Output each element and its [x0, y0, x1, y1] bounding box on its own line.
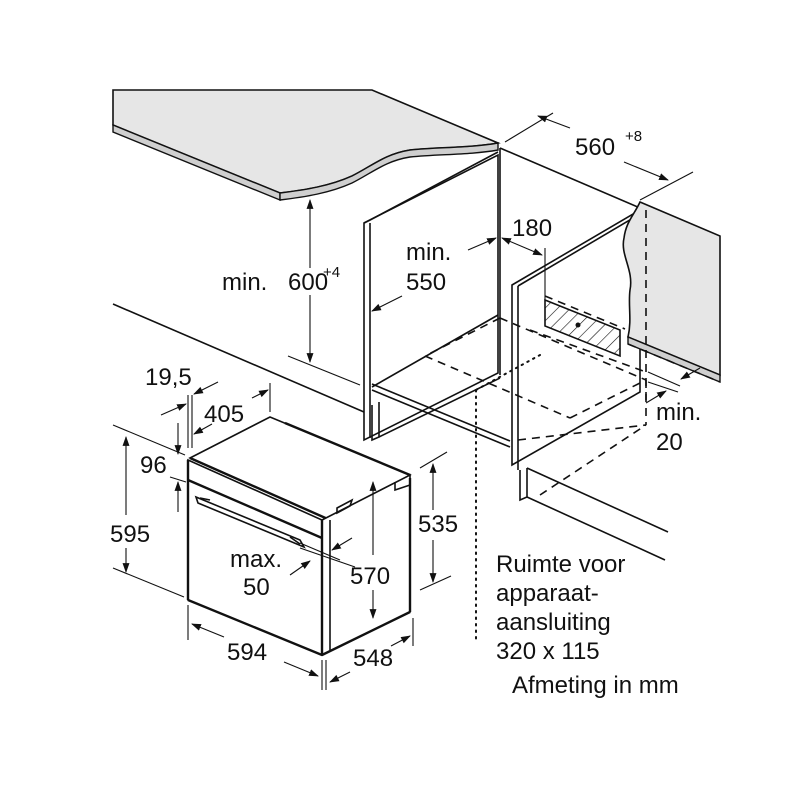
dim-niche-height-tolerance: +4 — [323, 264, 340, 281]
dim-niche-height-prefix: min. — [222, 269, 267, 296]
dim-rear-gap-value: 20 — [656, 429, 683, 456]
dim-handle-depth: max. 50 — [230, 537, 356, 601]
dim-niche-depth-value: 550 — [406, 269, 446, 296]
dim-connection-offset-value: 180 — [512, 215, 552, 242]
dim-width: 594 — [187, 605, 323, 690]
dim-niche-width-value: 560 — [575, 134, 615, 161]
dim-niche-height: min. 600 +4 — [222, 199, 340, 363]
dim-front-thickness: 19,5 — [145, 364, 219, 448]
dim-handle-depth-value: 50 — [243, 574, 270, 601]
dim-body-height-value: 570 — [350, 563, 390, 590]
dim-handle-depth-prefix: max. — [230, 546, 282, 573]
oven-side-vent — [336, 498, 354, 515]
dim-niche-width-tolerance: +8 — [625, 128, 642, 145]
dim-connection-offset: 180 — [501, 215, 552, 300]
cabinet-floor-front — [371, 389, 511, 448]
dim-body-depth-value: 548 — [353, 645, 393, 672]
hidden-niche-outline — [424, 317, 721, 496]
dim-niche-height-value: 600 — [288, 269, 328, 296]
dim-rear-height-value: 535 — [418, 511, 458, 538]
dim-total-height: 595 — [110, 424, 186, 598]
left-floor-line — [112, 303, 365, 413]
dim-control-panel-value: 96 — [140, 452, 167, 479]
dim-niche-depth-prefix: min. — [406, 239, 451, 266]
connection-note-line-3: aansluiting — [496, 609, 611, 636]
oven — [186, 416, 412, 657]
countertop-surface — [112, 89, 501, 194]
control-panel-line — [187, 478, 323, 540]
dim-front-thickness-value: 19,5 — [145, 364, 192, 391]
connection-note-line-2: apparaat- — [496, 580, 599, 607]
connection-note-line-1: Ruimte voor — [496, 551, 625, 578]
left-side-panel — [363, 151, 501, 442]
dim-rear-gap: min. 20 — [645, 367, 701, 456]
dim-width-value: 594 — [227, 639, 267, 666]
dim-body-height: 570 — [350, 481, 390, 619]
connection-space-outline — [475, 354, 541, 643]
connection-point-icon — [575, 322, 581, 328]
adjacent-panel — [622, 200, 721, 400]
height-ref-line — [287, 355, 361, 386]
dim-control-panel: 96 — [140, 423, 187, 512]
dim-top-depth: 405 — [193, 383, 271, 435]
dim-rear-gap-prefix: min. — [656, 399, 701, 426]
dim-rear-height: 535 — [418, 451, 458, 591]
dim-niche-width: 560 +8 — [504, 112, 694, 201]
back-top-edge — [499, 147, 641, 209]
oven-handle — [194, 495, 306, 549]
connection-note-line-4: 320 x 115 — [496, 638, 600, 665]
countertop — [112, 89, 501, 202]
dim-body-depth: 548 — [325, 618, 414, 690]
cabinet-floor-front-2 — [371, 383, 511, 442]
connection-note: Ruimte voor apparaat- aansluiting 320 x … — [496, 551, 625, 665]
unit-note: Afmeting in mm — [512, 672, 679, 699]
dim-total-height-value: 595 — [110, 521, 150, 548]
dim-niche-depth: min. 550 — [371, 237, 497, 312]
dim-top-depth-value: 405 — [204, 401, 244, 428]
connection-box — [544, 295, 626, 358]
countertop-cut-edge — [279, 142, 499, 201]
